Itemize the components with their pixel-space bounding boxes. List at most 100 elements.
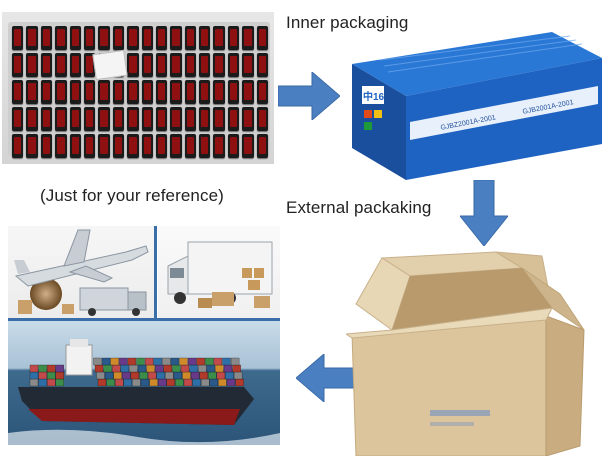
rocker-switch (127, 80, 139, 104)
cargo-container (216, 371, 226, 380)
rocker-switch (12, 107, 24, 131)
rocker-switch (127, 107, 139, 131)
cargo-container (170, 357, 180, 366)
rocker-switch (170, 53, 182, 77)
external-packaging-caption: External packaking (286, 198, 432, 217)
rocker-switch (256, 107, 268, 131)
rocker-switch (184, 53, 197, 77)
rocker-switch (83, 107, 96, 131)
rocker-switch-product-photo (2, 12, 274, 164)
rocker-switch (40, 107, 53, 131)
rocker-switch (141, 80, 153, 104)
cargo-container (208, 371, 217, 380)
rocker-switch (26, 80, 38, 104)
rocker-switch (40, 26, 53, 50)
rocker-switch (256, 26, 268, 50)
rocker-switch (26, 107, 38, 131)
rocker-switch (184, 26, 197, 50)
cargo-container (147, 371, 157, 380)
cargo-container (155, 364, 164, 373)
photo-divider-horizontal (8, 318, 280, 321)
rocker-switch (256, 134, 268, 158)
cargo-container (136, 357, 145, 366)
rocker-switch (141, 134, 153, 158)
rocker-switch (141, 107, 153, 131)
cargo-container (226, 378, 236, 387)
cargo-container (235, 378, 244, 387)
cargo-container (47, 378, 56, 387)
rocker-switch (155, 134, 168, 158)
cargo-container (190, 371, 200, 380)
rocker-switch (12, 134, 24, 158)
cargo-container (180, 364, 190, 373)
inner-packaging-caption: Inner packaging (286, 13, 409, 32)
rocker-switch (242, 134, 254, 158)
rocker-switch (184, 134, 197, 158)
cargo-container (146, 364, 155, 373)
rocker-switch (213, 53, 225, 77)
cargo-container (199, 371, 208, 380)
cargo-container (222, 357, 231, 366)
product-label-tag (92, 49, 128, 81)
cargo-container (123, 378, 132, 387)
rocker-switch (213, 80, 225, 104)
switch-grid (12, 26, 268, 158)
cargo-container (187, 357, 197, 366)
rocker-switch (141, 53, 153, 77)
rocker-switch (69, 26, 81, 50)
rocker-switch (26, 26, 38, 50)
rocker-switch (98, 26, 110, 50)
cargo-container (232, 364, 241, 373)
cargo-container (201, 378, 210, 387)
cargo-container (165, 371, 174, 380)
cargo-container (198, 364, 207, 373)
rocker-switch (69, 107, 81, 131)
inner-packaging-box: 中16 GJBZ2001A-2001 GJB2001A-2001 (340, 30, 606, 180)
rocker-switch (69, 134, 81, 158)
reference-note-caption: (Just for your reference) (40, 186, 224, 205)
cargo-container (115, 378, 124, 387)
cargo-container (55, 364, 64, 373)
cargo-container (225, 371, 234, 380)
air-freight-photo (8, 226, 154, 318)
cargo-container (175, 378, 184, 387)
cargo-container (129, 364, 138, 373)
cargo-container (137, 364, 147, 373)
cargo-container (38, 364, 47, 373)
rocker-switch (83, 80, 96, 104)
arrow-left-to-shipping (296, 354, 354, 402)
cargo-container (189, 364, 198, 373)
cargo-container (156, 371, 165, 380)
rocker-switch (112, 80, 125, 104)
cargo-container (130, 371, 140, 380)
rocker-switch (227, 80, 240, 104)
rocker-switch (199, 26, 211, 50)
cargo-container (93, 357, 102, 366)
rocker-switch (83, 53, 96, 77)
rocker-switch (127, 53, 139, 77)
cargo-container (233, 371, 243, 380)
rocker-switch (170, 134, 182, 158)
rocker-switch (127, 134, 139, 158)
cargo-container (196, 357, 205, 366)
cargo-container (223, 364, 233, 373)
rocker-switch (242, 107, 254, 131)
external-cardboard-carton (344, 250, 586, 457)
rocker-switch (98, 80, 110, 104)
cargo-container (230, 357, 240, 366)
cargo-container (144, 357, 154, 366)
cargo-container (215, 364, 224, 373)
rocker-switch (227, 53, 240, 77)
arrow-down-to-outer-box (460, 180, 508, 246)
rocker-switch (26, 53, 38, 77)
rocker-switch (199, 107, 211, 131)
rocker-switch (69, 53, 81, 77)
rocker-switch (199, 53, 211, 77)
cargo-container (47, 371, 56, 380)
cargo-container (96, 371, 105, 380)
cargo-container (206, 364, 215, 373)
rocker-switch (55, 107, 67, 131)
cargo-container (218, 378, 227, 387)
rocker-switch (98, 107, 110, 131)
arrow-right-to-inner-box (278, 72, 340, 120)
